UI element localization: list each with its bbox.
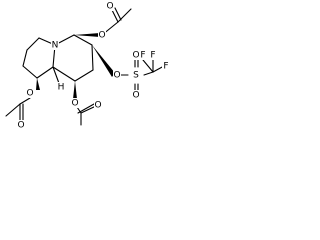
bond <box>22 49 28 67</box>
bond <box>142 59 154 73</box>
atom-label-oxygen: O <box>98 31 105 41</box>
wedge-bond <box>74 33 100 37</box>
atom-label-oxygen: O <box>71 99 78 109</box>
bond <box>111 9 119 23</box>
bond-lines <box>5 7 165 126</box>
bond <box>19 97 31 105</box>
wedge-bond <box>73 81 77 99</box>
bond <box>73 34 93 46</box>
bond <box>26 37 40 51</box>
atom-label-fluorine: F <box>163 62 168 72</box>
atom-label-fluorine: F <box>150 51 155 61</box>
bond <box>143 71 154 76</box>
atom-label-hydrogen: H <box>58 83 65 93</box>
bond <box>77 103 95 114</box>
atom-label-fluorine: F <box>140 51 145 61</box>
atom-label-oxygen: O <box>132 51 139 61</box>
bond <box>91 44 94 71</box>
wedge-bond <box>92 45 115 77</box>
bond <box>5 103 21 117</box>
atom-label-oxygen: O <box>17 121 24 131</box>
bond <box>22 65 38 79</box>
atom-label-nitrogen: N <box>52 41 59 51</box>
bond <box>117 8 132 23</box>
bond <box>114 7 122 21</box>
atom-label-oxygen: O <box>94 101 101 111</box>
atom-label-oxygen: O <box>26 89 33 99</box>
atom-label-sulfur: S <box>133 71 139 81</box>
bond <box>80 105 97 114</box>
stereo-wedges <box>36 33 115 99</box>
atom-label-oxygen: O <box>106 2 113 12</box>
bond <box>74 69 94 82</box>
bond <box>36 66 54 79</box>
atom-labels: N H O O O S O O F F F O O O O <box>17 1 170 131</box>
atom-label-oxygen: O <box>113 71 120 81</box>
atom-label-oxygen: O <box>132 91 139 101</box>
bond <box>52 66 76 82</box>
molecule-structure-diagram: N H O O O S O O F F F O O O O <box>5 1 170 131</box>
wedge-bond <box>36 78 40 90</box>
